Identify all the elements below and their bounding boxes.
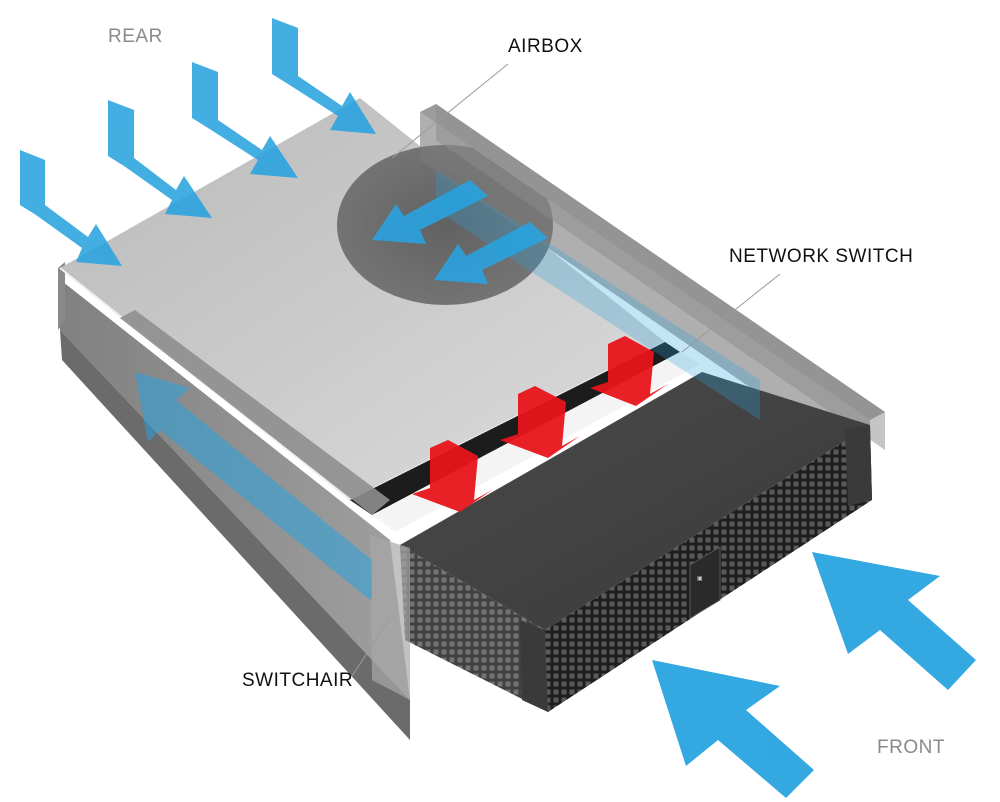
switchair-cool-air: [135, 372, 372, 600]
label-front: FRONT: [877, 737, 945, 758]
switchair-duct: [370, 535, 410, 700]
label-switchair: SWITCHAIR: [242, 670, 354, 691]
hot-air-arrows: [412, 336, 668, 512]
right-rail-inner: [436, 104, 885, 450]
airbox-cool-air-arrows: [372, 180, 548, 284]
airbox-arrow-2: [434, 222, 548, 284]
rear-arrow-3: [192, 62, 298, 178]
front-arrow-1: [812, 552, 976, 690]
network-switch-leader: [681, 273, 781, 353]
airbox-lid: [60, 98, 665, 500]
front-label-mark: ▣: [697, 575, 703, 582]
front-bracket-right: [845, 425, 872, 506]
network-switch-side: [400, 545, 548, 712]
rear-arrow-2: [108, 100, 212, 218]
switchair-arrow: [135, 372, 370, 600]
rear-arrow-1: [20, 150, 122, 266]
hot-arrow-2: [500, 386, 580, 458]
switchair-leader: [351, 617, 391, 677]
label-network-switch: NETWORK SWITCH: [729, 246, 914, 267]
front-label-plate: [689, 546, 721, 619]
hot-arrow-1: [412, 440, 492, 512]
left-rail: [120, 310, 390, 515]
right-rail-airflow: [436, 170, 760, 420]
rear-arrow-4: [272, 18, 376, 134]
chassis-rear-end: [58, 262, 65, 330]
front-cool-air-arrows: [652, 552, 976, 798]
airbox-arrow-1: [372, 180, 488, 244]
label-rear: REAR: [108, 26, 163, 47]
network-switch-top: [400, 372, 870, 630]
airbox-leader: [391, 63, 509, 159]
hot-arrow-3: [590, 336, 668, 406]
label-airbox: AIRBOX: [508, 36, 583, 57]
rear-cool-air-arrows: [20, 18, 376, 266]
front-bracket: [520, 620, 548, 712]
front-arrow-2: [652, 660, 814, 798]
leader-lines: [351, 63, 781, 677]
